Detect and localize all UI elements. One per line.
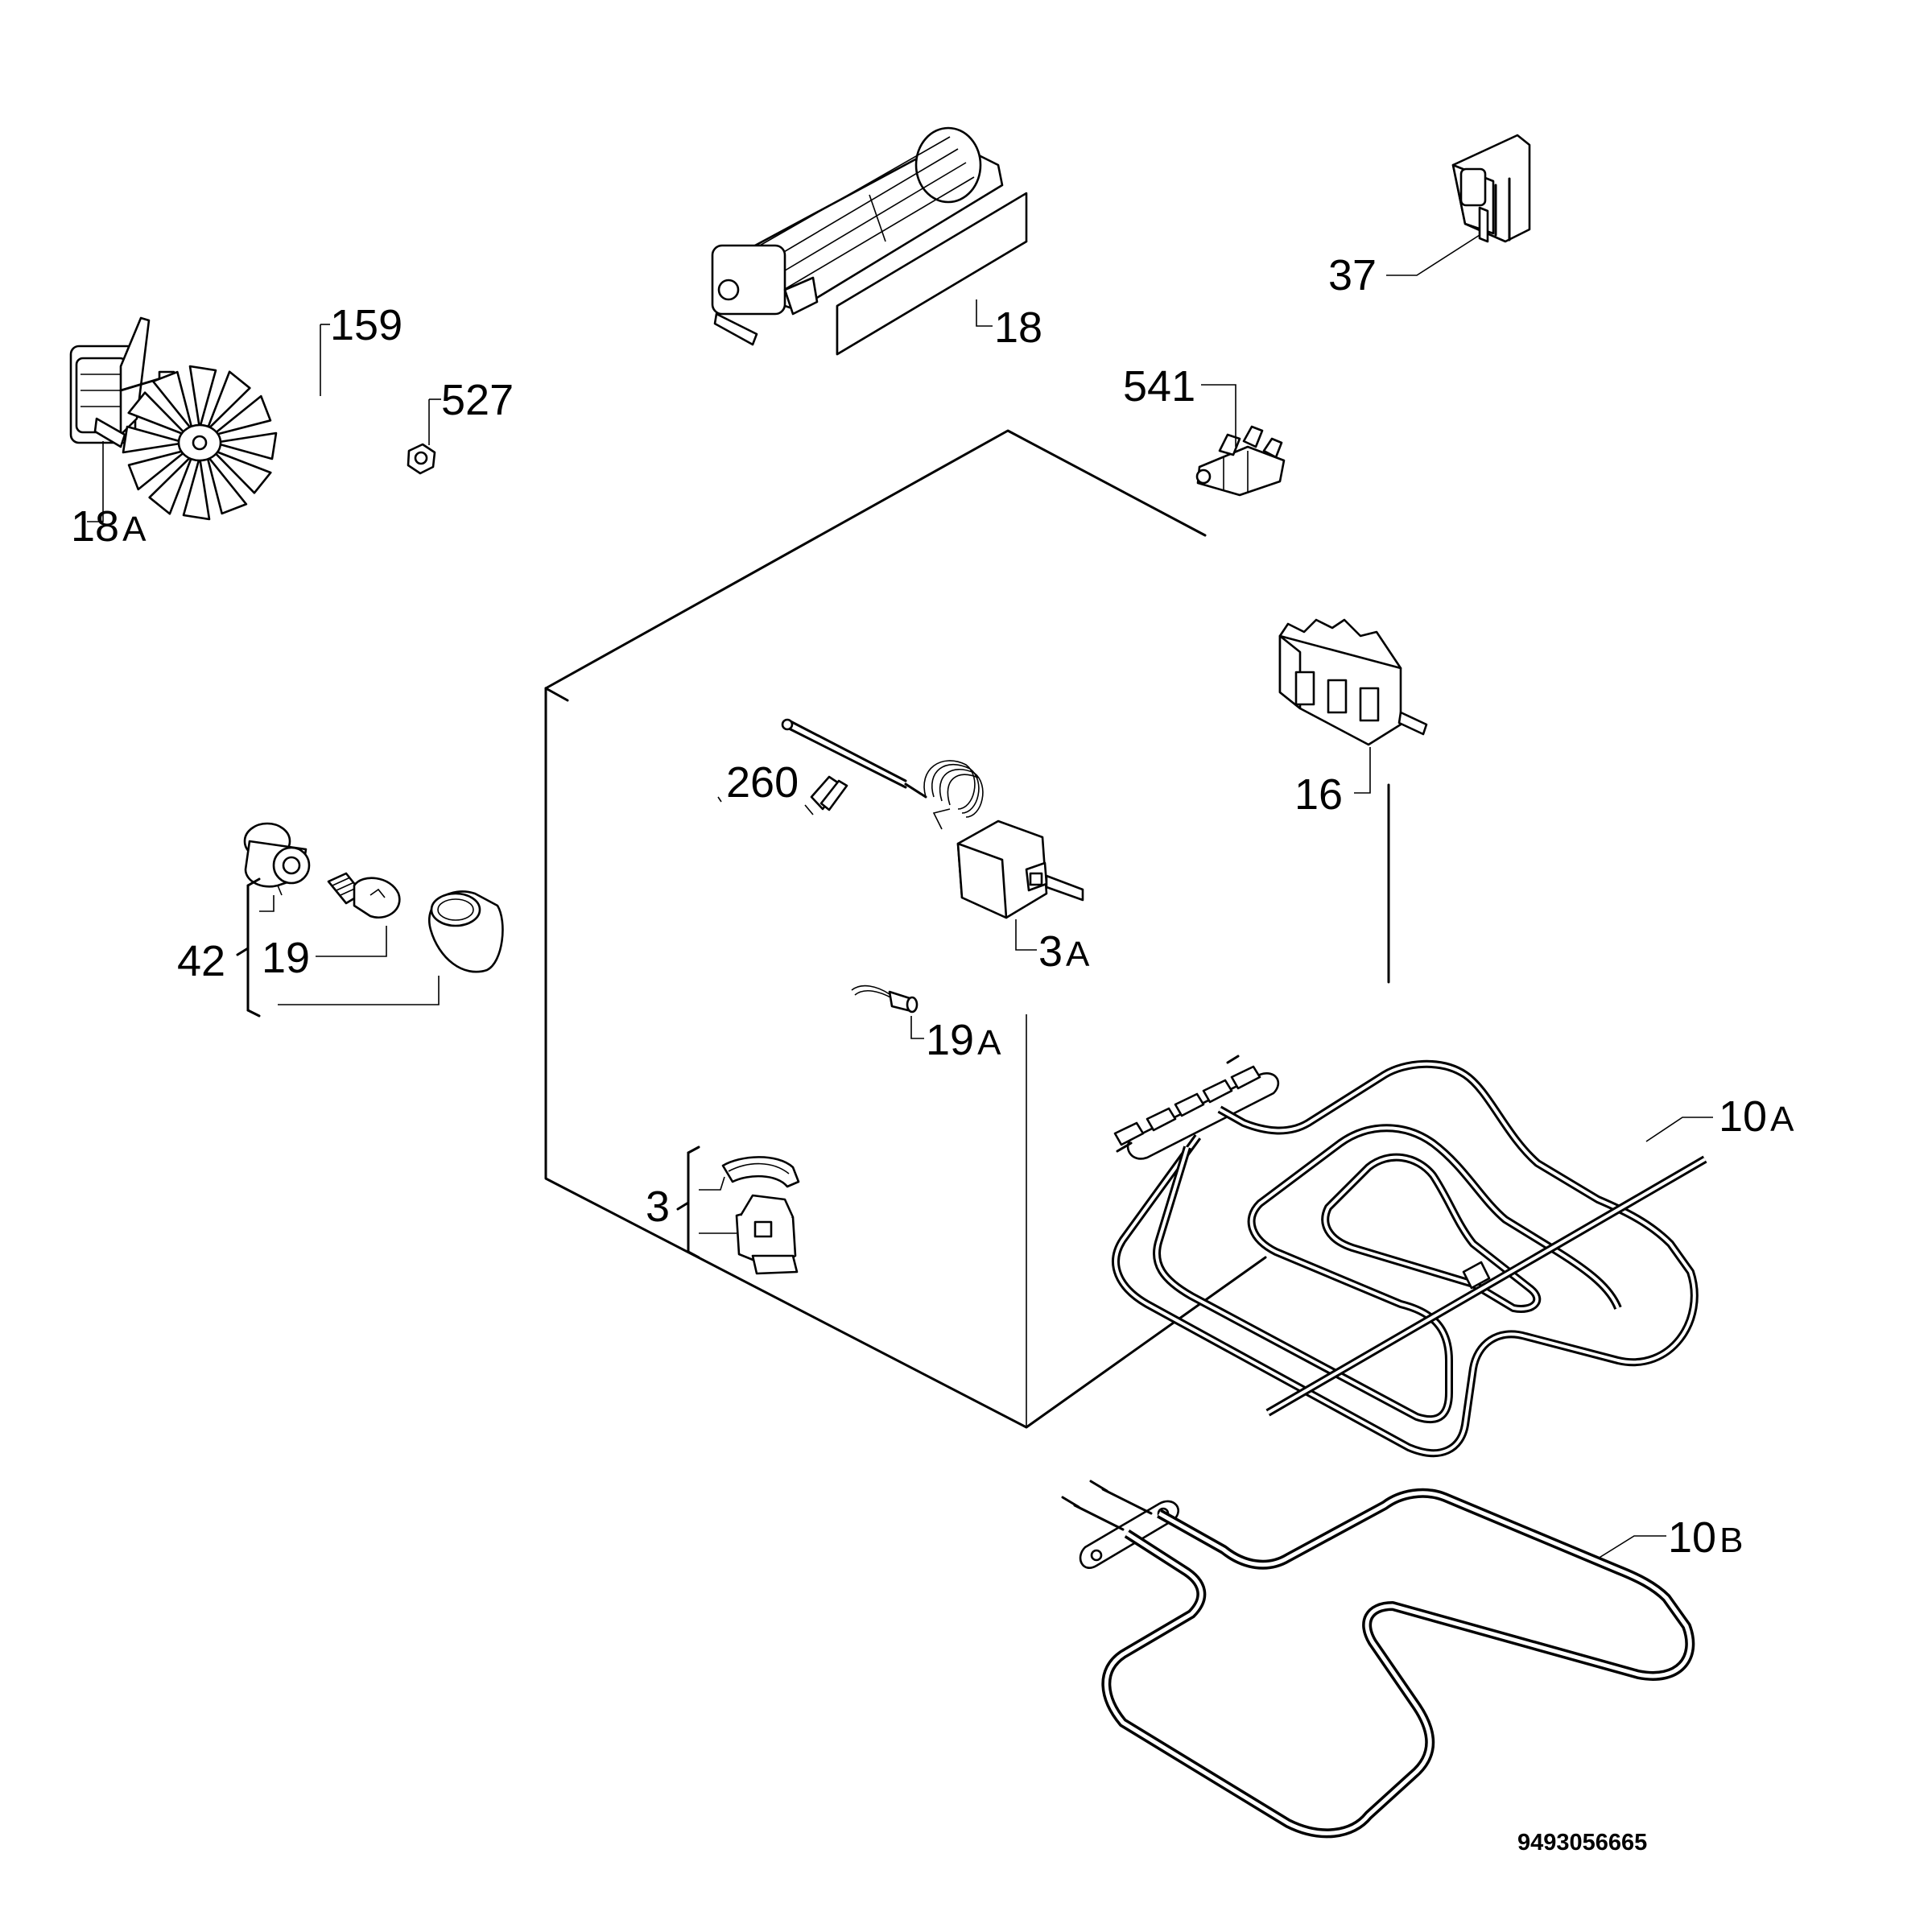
label-fan-blade: 159: [330, 301, 402, 349]
label-top-grill-element: 10A: [1719, 1092, 1794, 1141]
label-terminal-block: 541: [1123, 362, 1195, 411]
label-tangential-fan: 18: [994, 303, 1042, 352]
fan-motor-leader: [87, 441, 104, 522]
safety-thermostat-bracket: [676, 1146, 700, 1259]
lamp-cover-leader: [278, 976, 440, 1005]
label-door-switch: 37: [1328, 251, 1377, 299]
fan-blade-part: [122, 365, 278, 521]
safety-thermostat-clip-part: [721, 1156, 800, 1188]
selector-switch-part: [1278, 618, 1428, 746]
indicator-lamp-leader: [910, 1016, 924, 1039]
fan-motor-part: [69, 316, 175, 448]
thermostat-part: [781, 718, 1084, 919]
label-bottom-element: 10B: [1668, 1513, 1743, 1562]
thermostat-probe-leader: [717, 796, 722, 803]
lamp-bulb-part: [327, 872, 401, 919]
tangential-fan-leader: [976, 299, 993, 327]
label-nut: 527: [441, 376, 514, 424]
thermostat-leader: [1015, 919, 1037, 951]
lamp-kit-bracket: [236, 877, 261, 1018]
bottom-element-leader: [1597, 1535, 1666, 1559]
top-grill-leader: [1645, 1117, 1713, 1142]
label-safety-thermostat: 3: [646, 1183, 670, 1231]
thermostat-probe-clip-part: [804, 775, 848, 815]
selector-switch-leader: [1354, 747, 1371, 794]
bottom-element-part: [1061, 1480, 1695, 1839]
label-lamp-bulb: 19: [262, 934, 310, 982]
safety-thermostat-body-part: [735, 1194, 799, 1275]
lamp-bulb-leader: [316, 926, 387, 957]
safety-clip-leader: [699, 1176, 725, 1191]
indicator-lamp-part: [851, 985, 919, 1013]
label-selector-switch: 16: [1294, 770, 1343, 819]
drawing-code: 9493056665: [1517, 1830, 1647, 1856]
tangential-fan-part: [711, 126, 1028, 356]
door-switch-leader: [1386, 234, 1480, 276]
top-grill-element-part: [1112, 1055, 1707, 1458]
terminal-block-part: [1195, 425, 1286, 497]
label-fan-motor: 18A: [71, 502, 147, 551]
nut-part: [407, 443, 436, 475]
terminal-block-leader: [1201, 384, 1236, 447]
lamp-holder-part: [243, 822, 311, 896]
label-thermostat: 3A: [1038, 927, 1090, 976]
label-thermostat-probe: 260: [726, 758, 799, 807]
lamp-cover-part: [428, 890, 504, 973]
label-indicator-lamp: 19A: [926, 1016, 1001, 1064]
label-lamp-kit: 42: [177, 937, 225, 985]
lamp-holder-leader: [259, 895, 275, 912]
door-switch-part: [1451, 134, 1531, 243]
oven-cavity-outline: [544, 429, 1390, 1429]
